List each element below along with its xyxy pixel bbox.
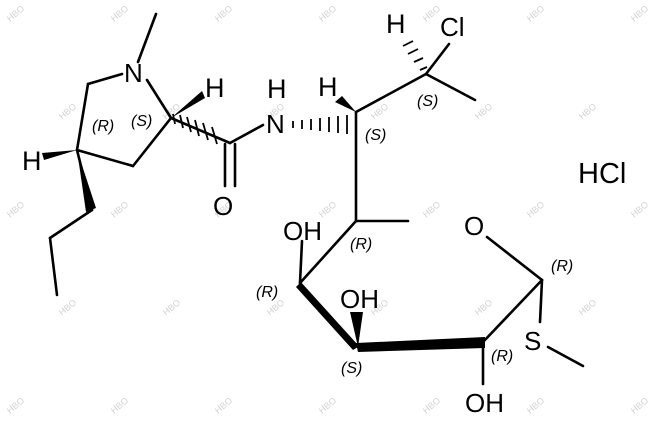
watermark-text: HBO: [421, 395, 442, 415]
watermark-text: HBO: [5, 3, 26, 23]
label-oh-c2: OH: [465, 388, 504, 418]
bond-c7-ch3: [424, 72, 477, 102]
label-chlorine: Cl: [440, 12, 465, 42]
watermark-text: HBO: [109, 3, 130, 23]
hash-layer: [172, 40, 428, 145]
watermark-text: HBO: [577, 297, 598, 317]
label-pyrrolidine-n: N: [124, 58, 143, 88]
bond-c4-c5: [298, 219, 358, 285]
stereo-c1: (R): [551, 258, 573, 275]
watermark-text: HBO: [421, 199, 442, 219]
watermark-text: HBO: [525, 395, 546, 415]
watermark-text: HBO: [109, 199, 130, 219]
bond-c3-c2: [131, 116, 173, 168]
watermark-text: HBO: [317, 395, 338, 415]
bond-c6-c7: [354, 72, 428, 114]
label-h-c6: H: [318, 72, 338, 102]
watermark-text: HBO: [213, 395, 234, 415]
label-carbonyl-o: O: [213, 191, 233, 221]
stereo-c4: (R): [256, 284, 278, 301]
bond-co-n: [228, 123, 265, 145]
bond-c5-c4: [75, 82, 90, 152]
bond-c1-s: [538, 278, 544, 324]
label-oh-c3: OH: [340, 284, 379, 314]
bond-c4-oh: [298, 239, 304, 285]
watermark-text: HBO: [5, 395, 26, 415]
bond-o-c1: [485, 235, 544, 282]
ring-front-edge-left: [296, 283, 358, 350]
ring-front-edge: [356, 337, 485, 352]
stereo-labels: (R) (S) (S) (S) (R) (R) (S) (R) (R): [92, 93, 573, 377]
wedge-c6-h: [335, 96, 356, 112]
bond-c4-c3: [75, 148, 135, 168]
stereo-c3: (S): [341, 360, 362, 377]
bond-c2-n: [145, 78, 173, 120]
watermark-text: HBO: [57, 297, 78, 317]
watermark-text: HBO: [525, 3, 546, 23]
wedge-c2-h: [171, 91, 205, 118]
stereo-c6: (S): [365, 127, 386, 144]
label-salt: HCl: [578, 158, 626, 190]
watermark-text: HBO: [525, 199, 546, 219]
bond-c7-cl: [424, 42, 451, 76]
watermark-text: HBO: [317, 3, 338, 23]
stereo-c2: (R): [491, 348, 513, 365]
stereo-c7: (S): [417, 93, 438, 110]
watermark-text: HBO: [629, 3, 650, 23]
watermark-text: HBO: [629, 395, 650, 415]
label-amide-n: N: [266, 109, 285, 139]
label-thioether-s: S: [524, 326, 541, 356]
watermark-text: HBO: [629, 199, 650, 219]
label-ring-o: O: [464, 211, 484, 241]
wedge-c4-h: [42, 150, 77, 160]
label-h-c4: H: [22, 146, 42, 176]
label-oh-c4: OH: [283, 216, 322, 246]
watermark-text: HBO: [5, 199, 26, 219]
watermark-text: HBO: [161, 297, 182, 317]
watermark-text: HBO: [213, 3, 234, 23]
watermark-text: HBO: [109, 395, 130, 415]
wedge-c4-propyl: [77, 150, 96, 212]
bond-propyl-3: [48, 236, 59, 297]
stereo-pyrrolidine-c4: (R): [92, 118, 114, 135]
label-h-c7: H: [386, 9, 406, 39]
bond-nme: [136, 12, 158, 64]
bond-propyl-2: [48, 208, 94, 240]
bond-c1-c2: [481, 278, 544, 344]
label-h-c2: H: [205, 73, 225, 103]
atom-labels: N H H O N H H H Cl O OH OH OH S HCl: [22, 9, 626, 418]
label-amide-nh-h: H: [267, 74, 287, 104]
stereo-c5: (R): [350, 236, 372, 253]
wedge-layer: [42, 91, 485, 352]
bond-n-c5: [86, 72, 124, 86]
watermark-text: HBO: [577, 101, 598, 121]
stereo-pyrrolidine-c2: (S): [131, 113, 152, 130]
watermark-text: HBO: [473, 297, 494, 317]
bond-c2-co: [169, 116, 232, 145]
watermark-text: HBO: [473, 101, 494, 121]
wedge-c3-oh: [350, 312, 363, 347]
watermark-text: HBO: [57, 101, 78, 121]
bond-s-me: [546, 345, 585, 368]
